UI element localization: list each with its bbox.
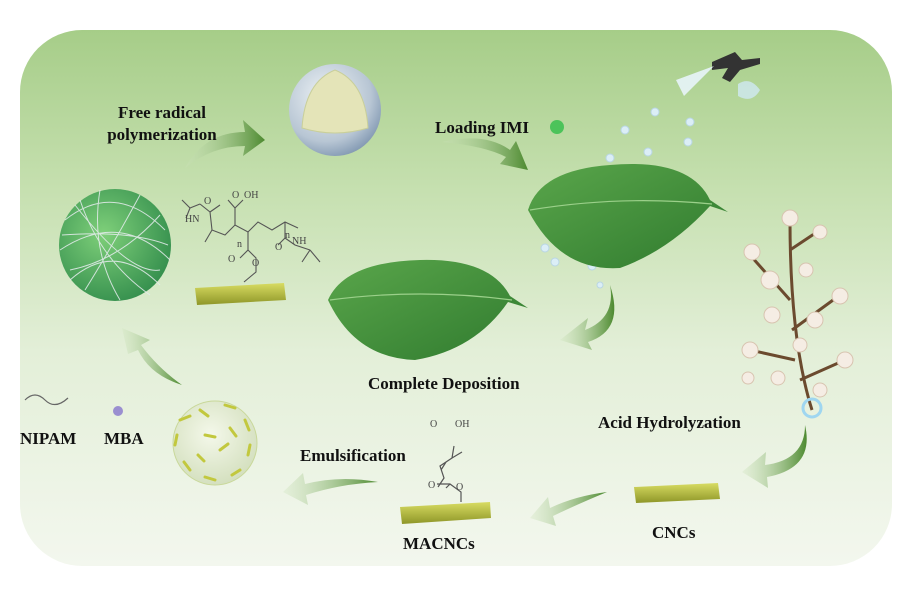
- chem-label: O: [430, 419, 437, 430]
- arrow-to-deposition: [560, 285, 615, 350]
- chem-label: O: [228, 254, 235, 265]
- label-nipam: NIPAM: [20, 429, 76, 448]
- cnc-rod: [634, 483, 720, 503]
- chem-label: n: [285, 230, 290, 241]
- chem-label: O: [232, 190, 239, 201]
- arrow-polymerization: [185, 120, 265, 168]
- arrow-up-to-network: [122, 328, 182, 385]
- chem-label: O: [204, 196, 211, 207]
- emulsion-droplet: [172, 400, 258, 486]
- chem-label: OH: [455, 419, 469, 430]
- chem-label: O: [252, 258, 259, 269]
- cnc-rod-polymer: [195, 283, 286, 305]
- polymer-structure: O OH O HN O O NH O n n: [181, 190, 321, 305]
- cotton-plant: [741, 209, 854, 419]
- label-acid-hydrolyzation: Acid Hydrolyzation: [598, 413, 741, 432]
- macnc-rod: OH O O O: [400, 419, 491, 524]
- arrow-loading: [442, 138, 528, 170]
- chem-label: NH: [292, 236, 306, 247]
- hydrogel-network-sphere: [59, 189, 171, 301]
- hollow-microsphere: [289, 64, 381, 156]
- chem-label: n: [237, 239, 242, 250]
- chem-label: O: [456, 482, 463, 493]
- chem-label: O: [428, 480, 435, 491]
- arrow-hydrolysis: [742, 425, 807, 488]
- chem-label: OH: [244, 190, 258, 201]
- label-emulsification: Emulsification: [300, 446, 406, 465]
- label-polymerization: polymerization: [107, 125, 217, 144]
- label-loading-imi: Loading IMI: [435, 118, 529, 137]
- nipam-chain-icon: [24, 394, 69, 406]
- label-mba: MBA: [104, 429, 144, 448]
- sprayer-icon: [676, 52, 760, 99]
- label-macncs: MACNCs: [403, 534, 475, 553]
- mba-dot-icon: [113, 406, 123, 416]
- chem-label: O: [275, 242, 282, 253]
- label-complete-deposition: Complete Deposition: [368, 374, 520, 393]
- label-cncs: CNCs: [652, 523, 696, 542]
- leaf-deposited: [328, 259, 528, 360]
- arrow-cnc-to-macnc: [530, 492, 607, 526]
- imi-dot-icon: [550, 120, 564, 134]
- water-droplets: [540, 107, 695, 289]
- leaf-sprayed: [528, 164, 728, 269]
- label-free-radical: Free radical: [118, 103, 206, 122]
- arrow-emulsification: [283, 473, 378, 505]
- chem-label: HN: [185, 214, 199, 225]
